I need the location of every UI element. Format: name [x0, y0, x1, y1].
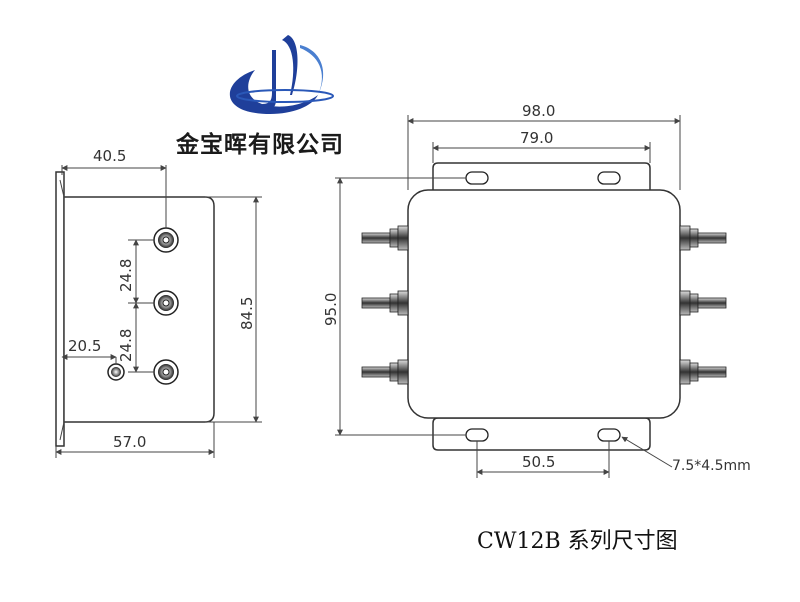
company-name: 金宝晖有限公司	[175, 131, 344, 158]
dim-side-top: 40.5	[93, 147, 126, 165]
dim-front-height: 95.0	[322, 293, 340, 326]
dim-slot-size: 7.5*4.5mm	[672, 458, 751, 474]
dim-front-hole-spacing-bottom: 50.5	[522, 453, 555, 471]
dim-side-ground: 20.5	[68, 337, 101, 355]
drawing-caption: CW12B 系列尺寸图	[477, 529, 678, 554]
terminal-right-3	[679, 359, 727, 385]
terminal-left-2	[361, 290, 409, 316]
terminal-right-2	[679, 290, 727, 316]
terminal-lower	[153, 359, 179, 385]
side-view: 40.5 24.8 24.8 20.5 84.5 57.0	[55, 147, 262, 458]
mounting-slot	[465, 428, 489, 442]
dim-side-width: 57.0	[113, 433, 146, 451]
dim-side-height: 84.5	[238, 297, 256, 330]
mounting-slot	[465, 171, 489, 185]
terminal-right-1	[679, 225, 727, 251]
mounting-slot	[597, 171, 621, 185]
mounting-slot	[597, 428, 621, 442]
dim-front-overall-width: 98.0	[522, 102, 555, 120]
dim-side-pitch-upper: 24.8	[117, 259, 135, 292]
dim-front-hole-spacing-top: 79.0	[520, 129, 553, 147]
terminal-middle	[153, 290, 179, 316]
dim-side-pitch-lower: 24.8	[117, 329, 135, 362]
terminal-left-3	[361, 359, 409, 385]
front-view: 98.0 79.0 95.0 50.5 7.5*4.5mm	[322, 102, 751, 478]
company-logo	[229, 35, 334, 115]
terminal-left-1	[361, 225, 409, 251]
